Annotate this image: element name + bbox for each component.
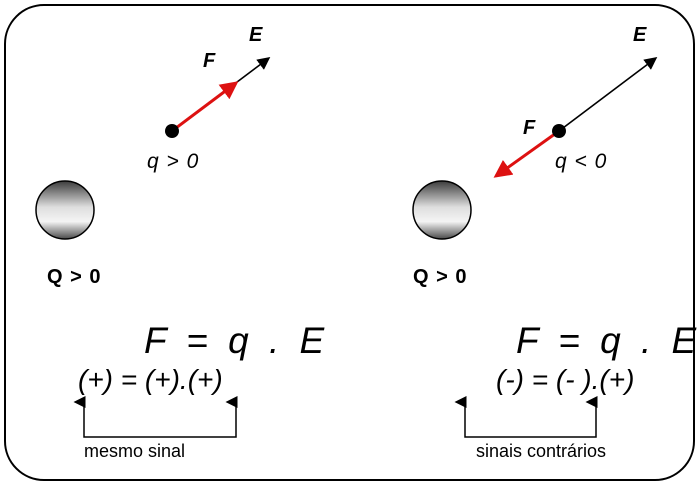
caption-left: mesmo sinal [84,441,186,461]
charge-label-left: q > 0 [147,150,200,173]
signs-left: (+) = (+).(+) [78,364,223,395]
bracket-right [464,412,597,438]
signs-right: (-) = (- ).(+) [496,364,635,395]
source-sphere-left [35,180,95,240]
force-label-left: F [203,50,216,72]
charge-label-right: q < 0 [555,150,608,173]
caption-right: sinais contrários [476,441,607,461]
equation-right: F = q . E [516,320,697,361]
field-label-left: E [249,24,263,46]
test-charge-right [552,124,566,138]
force-label-right: F [523,117,536,139]
diagram-frame [4,4,695,481]
source-sphere-right [412,180,472,240]
equation-left: F = q . E [144,320,325,361]
source-label-right: Q > 0 [413,266,468,288]
field-arrow-right [558,57,658,132]
source-label-left: Q > 0 [47,266,102,288]
test-charge-left [165,124,179,138]
bracket-left [83,412,237,438]
force-arrow-right [493,129,560,178]
field-label-right: E [633,24,647,46]
force-arrow-left [171,81,239,133]
